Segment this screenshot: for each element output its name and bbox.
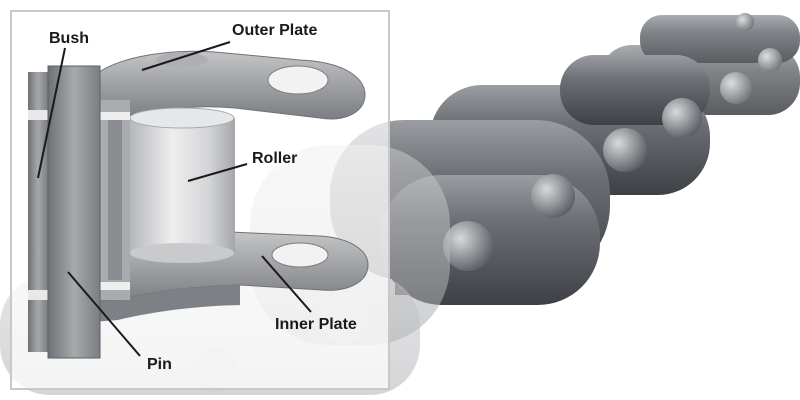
- pin-head: [720, 72, 752, 104]
- roller-label: Roller: [252, 150, 298, 167]
- pin-label: Pin: [147, 356, 172, 373]
- pin-head: [443, 221, 493, 271]
- pin-head: [662, 98, 702, 138]
- pin-leader: [67, 271, 141, 357]
- pin-head: [603, 128, 647, 172]
- leader-lines: [37, 41, 312, 357]
- bush-leader: [37, 47, 66, 179]
- pin-head: [531, 174, 575, 218]
- inner-plate-label: Inner Plate: [275, 316, 357, 333]
- inner-plate-leader: [261, 255, 312, 313]
- pin-head: [736, 13, 754, 31]
- roller-leader: [187, 163, 248, 182]
- bush-label: Bush: [49, 30, 89, 47]
- outer-plate-label: Outer Plate: [232, 22, 318, 39]
- pin-head: [758, 48, 782, 72]
- chain-link-cutaway: [28, 50, 369, 359]
- outer-plate-leader: [141, 41, 231, 71]
